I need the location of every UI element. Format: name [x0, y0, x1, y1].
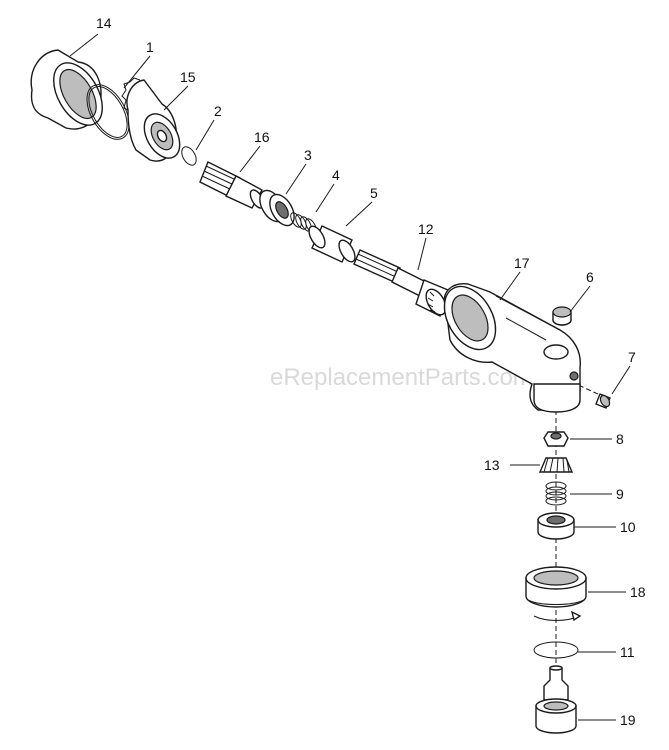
callout-19: 19: [620, 712, 636, 728]
part-5-sleeve[interactable]: [306, 224, 358, 265]
rotation-arrow-icon: [533, 610, 582, 622]
watermark-text: eReplacementParts.com: [270, 364, 533, 391]
part-19-output-shaft[interactable]: [535, 665, 577, 734]
part-11-o-ring[interactable]: [533, 641, 579, 659]
callout-8: 8: [616, 431, 624, 447]
part-10-bearing[interactable]: [537, 512, 575, 540]
callout-6: 6: [586, 269, 594, 285]
callout-16: 16: [254, 129, 270, 145]
part-14-housing[interactable]: [30, 49, 112, 133]
part-13-bevel-gear[interactable]: [538, 457, 574, 473]
callout-5: 5: [370, 185, 378, 201]
callout-10: 10: [620, 519, 636, 535]
part-18-collar[interactable]: [525, 566, 587, 608]
part-7-plug[interactable]: [595, 393, 611, 409]
leader-lines: [69, 33, 631, 721]
part-17-gear-head-housing[interactable]: [434, 278, 581, 413]
part-15-gear-bearing[interactable]: [121, 77, 187, 164]
callout-14: 14: [96, 15, 112, 31]
callout-17: 17: [514, 255, 530, 271]
part-3-ball-bearing[interactable]: [255, 186, 299, 229]
part-12-drive-shaft[interactable]: [353, 249, 450, 318]
callout-1: 1: [146, 39, 154, 55]
part-6-cap[interactable]: [552, 306, 572, 326]
callout-18: 18: [630, 584, 646, 600]
part-8-nut[interactable]: [543, 431, 569, 447]
callout-9: 9: [616, 486, 624, 502]
part-9-spring[interactable]: [545, 481, 567, 506]
callout-2: 2: [214, 103, 222, 119]
callout-12: 12: [418, 221, 434, 237]
callout-15: 15: [180, 69, 196, 85]
callout-13: 13: [484, 457, 500, 473]
part-1-o-ring[interactable]: [78, 78, 137, 147]
part-16-splined-shaft[interactable]: [199, 161, 266, 210]
callout-4: 4: [332, 167, 340, 183]
part-2-snap-ring[interactable]: [179, 144, 199, 167]
callout-7: 7: [628, 349, 636, 365]
callout-3: 3: [304, 147, 312, 163]
callout-11: 11: [620, 644, 635, 660]
